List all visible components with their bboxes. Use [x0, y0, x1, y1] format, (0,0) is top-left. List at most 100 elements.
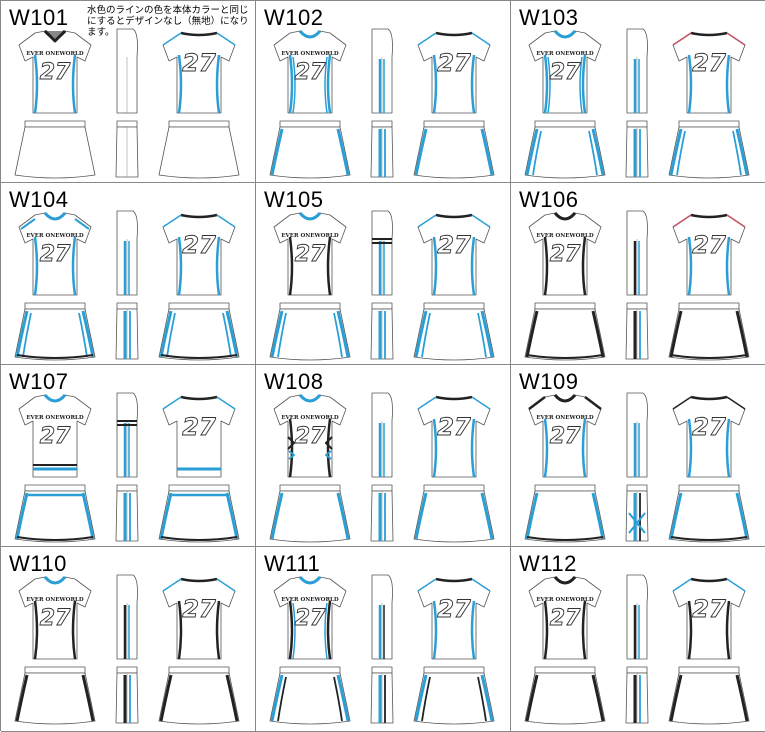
- skirt-body: [413, 308, 495, 361]
- waistband: [423, 666, 485, 674]
- skirt-inner-left: [676, 130, 686, 176]
- skirt-inner-right: [477, 312, 487, 358]
- back-shirt: 27: [162, 577, 236, 660]
- skirt-stripe-right: [336, 674, 350, 722]
- back-shirt: 27: [417, 577, 491, 660]
- skirt-body: [668, 308, 750, 361]
- side-waistband: [116, 666, 138, 674]
- waistband: [24, 120, 86, 128]
- side-waistband: [371, 666, 393, 674]
- inner-stripe-left: [547, 56, 551, 114]
- design-code: W107: [9, 369, 69, 394]
- skirt-stripe-left: [525, 674, 539, 722]
- skirt-body: [14, 672, 96, 725]
- waistband: [168, 666, 230, 674]
- raglan-trim: [417, 214, 491, 228]
- side-shirt: [116, 574, 138, 660]
- back-stripe-left: [177, 600, 183, 660]
- inner-stripe-right: [324, 602, 328, 660]
- back-number: 27: [182, 413, 216, 441]
- skirt-stripe-left: [159, 674, 173, 722]
- side-skirt: [625, 484, 649, 542]
- hem-trim: [526, 536, 604, 541]
- skirt-body: [269, 490, 351, 543]
- brand-text: EVER ONEWORLD: [26, 415, 84, 421]
- back-number: 27: [692, 595, 726, 623]
- skirt-body: [524, 672, 606, 725]
- back-shirt: 27: [162, 395, 236, 478]
- design-code: W110: [9, 551, 67, 576]
- side-stripe-right: [326, 418, 332, 478]
- side-skirt: [370, 120, 394, 178]
- jersey-number: 27: [295, 242, 326, 267]
- side-stripe-left: [33, 600, 39, 660]
- back-stripe-left: [432, 54, 438, 114]
- back-shirt: 27: [162, 213, 236, 296]
- back-collar: [435, 213, 473, 219]
- back-skirt: [158, 484, 240, 543]
- back-shirt: 27: [672, 31, 746, 114]
- jersey-number: 27: [295, 424, 326, 449]
- waistband: [423, 302, 485, 310]
- back-skirt: [413, 666, 495, 725]
- front-skirt: [524, 484, 606, 543]
- front-skirt: [14, 666, 96, 725]
- back-number: 27: [182, 231, 216, 259]
- collar: [298, 393, 322, 403]
- chevron-marks: [287, 436, 333, 450]
- skirt-body: [413, 672, 495, 725]
- back-collar: [690, 31, 728, 37]
- skirt-stripe-right: [336, 128, 350, 176]
- collar: [553, 393, 577, 403]
- back-number: 27: [437, 49, 471, 77]
- brand-text: EVER ONEWORLD: [536, 233, 594, 239]
- back-stripe-left: [432, 236, 438, 296]
- collar: [43, 575, 67, 585]
- side-stripe-left: [288, 600, 294, 660]
- side-stripe-left: [288, 418, 294, 478]
- back-skirt: [413, 120, 495, 179]
- side-stripe-left: [288, 236, 294, 296]
- skirt-inner-left: [166, 312, 176, 358]
- back-number: 27: [692, 413, 726, 441]
- back-stripe-left: [177, 54, 183, 114]
- back-shirt: 27: [417, 213, 491, 296]
- skirt-inner-right: [588, 130, 598, 176]
- side-stripe-right: [581, 236, 587, 296]
- back-collar: [690, 213, 728, 219]
- back-skirt: [158, 666, 240, 725]
- jersey-number: 27: [550, 606, 581, 631]
- waistband: [423, 120, 485, 128]
- side-waistband: [626, 302, 648, 310]
- side-stripe-left: [543, 236, 549, 296]
- skirt-stripe-left: [525, 492, 539, 540]
- hem-trim: [526, 354, 604, 359]
- front-skirt: [269, 666, 351, 725]
- skirt-stripe-right: [336, 310, 350, 358]
- back-shirt: 27: [672, 213, 746, 296]
- waistband: [423, 484, 485, 492]
- collar: [298, 211, 322, 221]
- design-code: W106: [519, 187, 579, 212]
- sleeve-trim: [20, 218, 90, 230]
- back-stripe-right: [215, 600, 221, 660]
- side-stripe-right: [581, 600, 587, 660]
- back-number: 27: [182, 595, 216, 623]
- skirt-stripe-left: [414, 310, 428, 358]
- side-stripe-right: [326, 600, 332, 660]
- side-shirt: [371, 28, 393, 114]
- skirt-stripe-right: [480, 492, 494, 540]
- side-stripe-left: [33, 236, 39, 296]
- side-stripe-right: [71, 54, 77, 114]
- waistband: [168, 120, 230, 128]
- side-stripe-right: [71, 600, 77, 660]
- skirt-inner-left: [532, 130, 542, 176]
